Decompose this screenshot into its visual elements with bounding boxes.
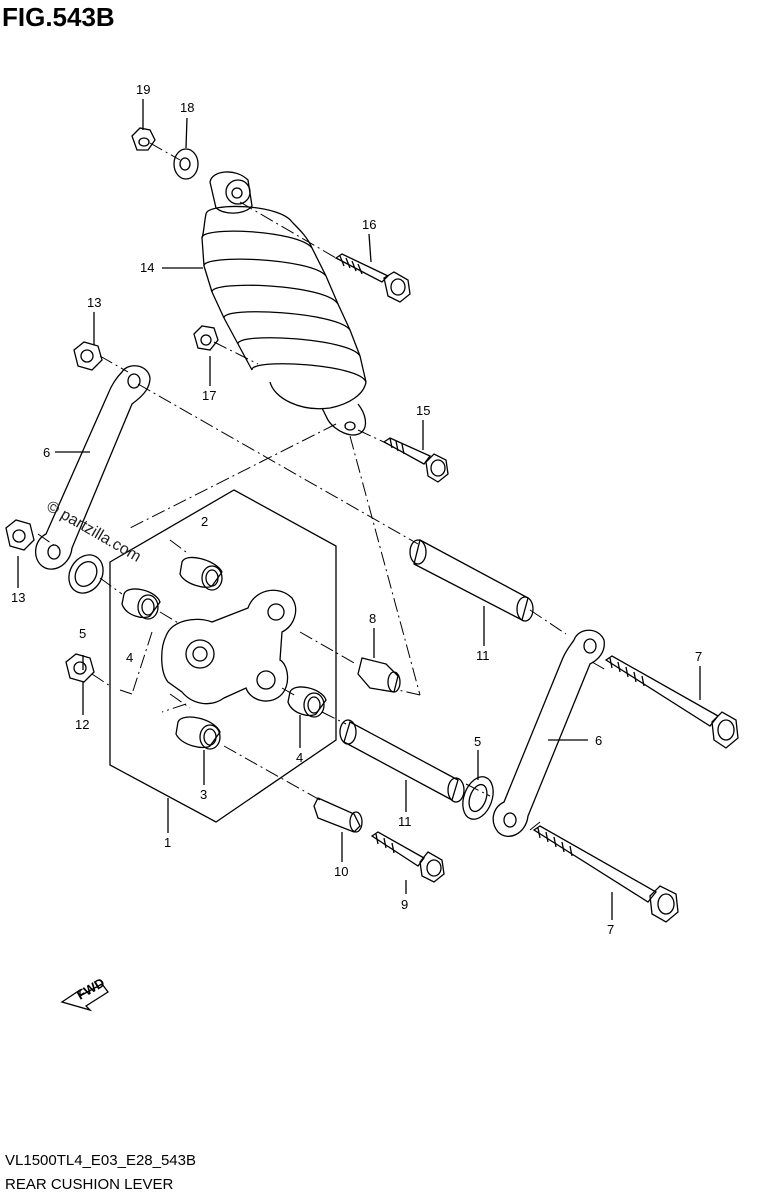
- callout-5-left: 5: [79, 626, 86, 641]
- washer-5-left: [68, 554, 104, 594]
- callout-13-bottom: 13: [11, 590, 25, 605]
- washer-5-right: [462, 776, 494, 820]
- callout-6-right: 6: [595, 733, 602, 748]
- callout-8: 8: [369, 611, 376, 626]
- link-rod-6-right: [492, 629, 605, 837]
- nut-13-top: [73, 341, 103, 371]
- callout-11-bottom: 11: [398, 814, 412, 829]
- link-rod-6-left: [35, 365, 151, 570]
- nut-17: [193, 325, 219, 351]
- bolt-16: [334, 253, 411, 303]
- callout-17: 17: [202, 388, 216, 403]
- callout-11-top: 11: [476, 648, 490, 663]
- callout-5-right: 5: [474, 734, 481, 749]
- callout-4-right: 4: [296, 750, 303, 765]
- callout-9: 9: [401, 897, 408, 912]
- diagram-name: REAR CUSHION LEVER: [5, 1176, 174, 1193]
- collar-10: [313, 797, 363, 833]
- callout-2: 2: [201, 514, 208, 529]
- needle-bearing-4-left: [121, 588, 161, 620]
- cushion-lever-1: [161, 589, 297, 705]
- bolt-15: [382, 437, 449, 483]
- pipe-11-bottom: [339, 719, 465, 803]
- needle-bearing-4-right: [287, 686, 327, 718]
- callout-19: 19: [136, 82, 150, 97]
- spacer-8: [357, 657, 401, 693]
- callout-13-top: 13: [87, 295, 101, 310]
- lever-assembly-outline: [109, 489, 337, 823]
- callout-12: 12: [75, 717, 89, 732]
- pipe-11-top: [409, 539, 534, 622]
- callout-16: 16: [362, 217, 376, 232]
- nut-12: [65, 653, 95, 683]
- assembly-guide-lines: [37, 142, 607, 831]
- callout-6-left: 6: [43, 445, 50, 460]
- callout-15: 15: [416, 403, 430, 418]
- figure-title: FIG.543B: [2, 2, 115, 32]
- nut-13-bottom: [5, 519, 35, 551]
- nut-19: [131, 127, 156, 151]
- callout-1: 1: [164, 835, 171, 850]
- callout-18: 18: [180, 100, 194, 115]
- bolt-7-lower: [532, 825, 679, 923]
- bolt-9: [370, 831, 445, 883]
- needle-bearing-2: [179, 556, 223, 591]
- shock-absorber-14: [201, 171, 367, 436]
- diagram-code: VL1500TL4_E03_E28_543B: [5, 1152, 197, 1169]
- needle-bearing-3: [175, 716, 221, 750]
- bolt-7-upper: [604, 655, 739, 749]
- callout-7-upper: 7: [695, 649, 702, 664]
- washer-18: [173, 148, 199, 180]
- leader-lines: [17, 99, 701, 920]
- callout-10: 10: [334, 864, 348, 879]
- callout-7-lower: 7: [607, 922, 614, 937]
- fwd-arrow-icon: [60, 983, 109, 1012]
- callout-14: 14: [140, 260, 154, 275]
- callout-4-left: 4: [126, 650, 133, 665]
- callout-3: 3: [200, 787, 207, 802]
